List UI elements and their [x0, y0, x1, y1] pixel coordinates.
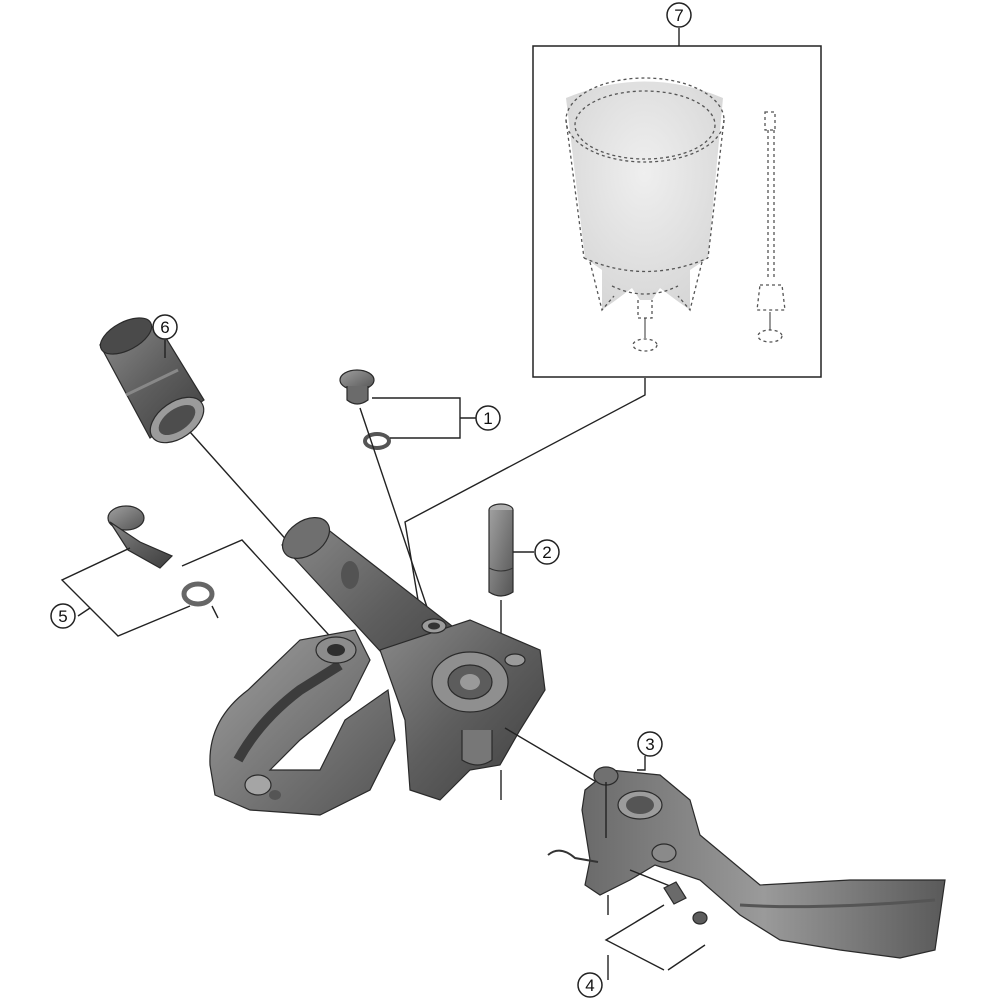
- callout-2: 2: [534, 539, 560, 565]
- callout-4: 4: [577, 972, 603, 998]
- reach-adjust-part: [663, 881, 708, 925]
- callout-label-3: 3: [645, 735, 654, 754]
- callout-7: 7: [666, 2, 692, 46]
- bleed-funnel: [566, 81, 723, 310]
- callout-3: 3: [637, 731, 663, 757]
- reservoir-cap-part: [99, 317, 205, 444]
- bleed-screw-part: [339, 369, 391, 450]
- pivot-pin-part: [488, 503, 514, 597]
- callout-label-4: 4: [585, 976, 594, 995]
- callout-label-5: 5: [58, 607, 67, 626]
- callout-6: 6: [152, 314, 178, 358]
- callout-label-1: 1: [483, 409, 492, 428]
- callout-1: 1: [475, 405, 501, 431]
- callout-5: 5: [50, 603, 76, 629]
- clamp-bolt-part: [107, 505, 215, 607]
- callout-label-6: 6: [160, 318, 169, 337]
- brake-lever-body: [209, 516, 546, 816]
- bleed-kit-group: [532, 45, 822, 378]
- callout-label-2: 2: [542, 543, 551, 562]
- lever-blade-part: [547, 766, 946, 959]
- callout-label-7: 7: [674, 6, 683, 25]
